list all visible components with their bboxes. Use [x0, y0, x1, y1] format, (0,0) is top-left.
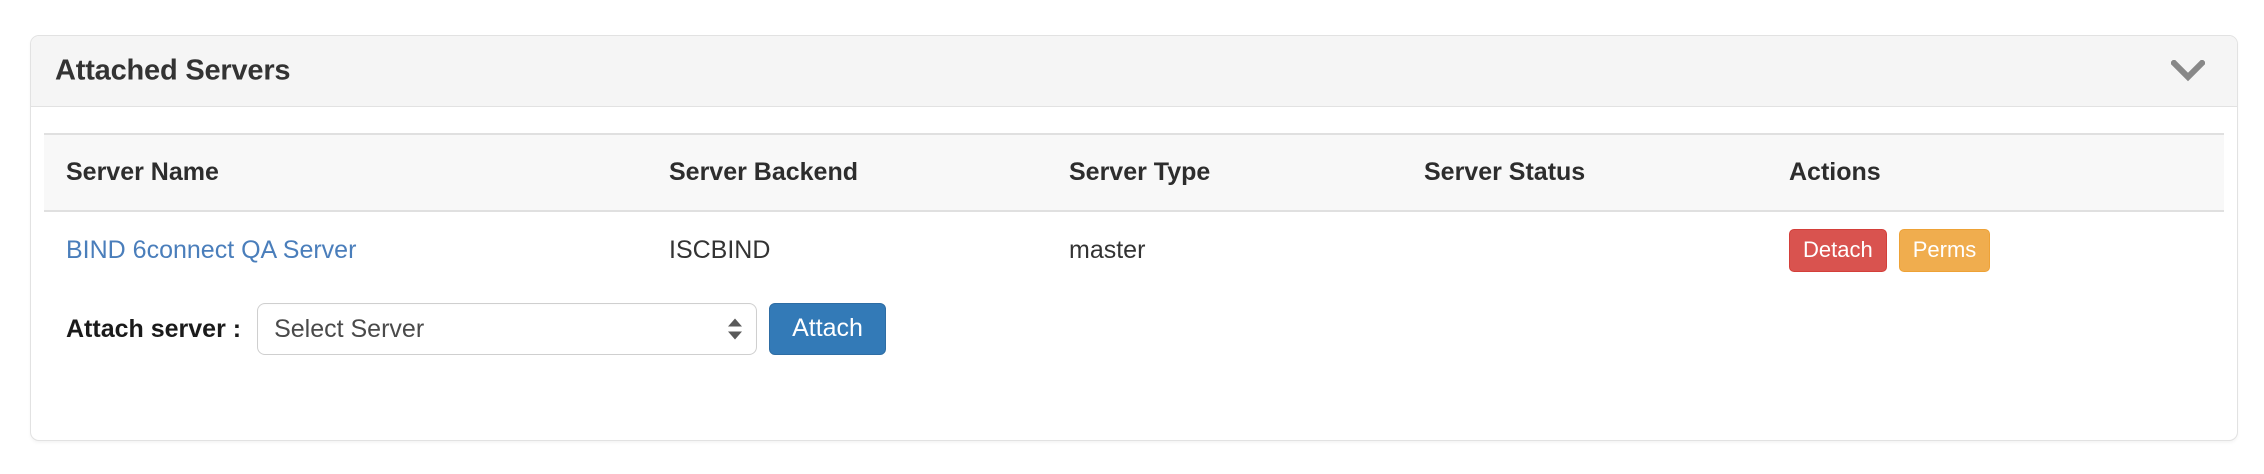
attach-button[interactable]: Attach	[769, 303, 886, 355]
server-select-value: Select Server	[274, 314, 425, 343]
panel-body: Server Name Server Backend Server Type S…	[31, 107, 2237, 440]
attach-server-label: Attach server :	[66, 314, 242, 343]
table-row: BIND 6connect QA Server ISCBIND master D…	[44, 211, 2224, 289]
column-header-server-status: Server Status	[1424, 133, 1789, 212]
cell-server-type: master	[1069, 236, 1146, 264]
panel-collapse-toggle[interactable]	[2167, 50, 2209, 92]
cell-server-backend: ISCBIND	[669, 236, 771, 264]
select-stepper-icon	[728, 318, 743, 340]
column-header-server-name: Server Name	[44, 133, 669, 212]
server-select[interactable]: Select Server	[257, 303, 758, 355]
page-title: Attached Servers	[55, 54, 291, 87]
table-header-row: Server Name Server Backend Server Type S…	[44, 133, 2224, 212]
column-header-server-type: Server Type	[1069, 133, 1424, 212]
table-header: Server Name Server Backend Server Type S…	[44, 133, 2224, 212]
cell-server-name: BIND 6connect QA Server	[44, 211, 669, 289]
row-action-group: Detach Perms	[1789, 229, 2224, 272]
column-header-actions: Actions	[1789, 133, 2224, 212]
caret-down-icon	[728, 331, 743, 340]
panel-header[interactable]: Attached Servers	[31, 36, 2237, 107]
cell-server-status	[1424, 211, 1789, 289]
detach-button[interactable]: Detach	[1789, 229, 1887, 272]
attach-server-row: Attach server : Select Server Attach	[66, 303, 886, 355]
column-header-server-backend: Server Backend	[669, 133, 1069, 212]
chevron-down-icon	[2171, 60, 2205, 82]
caret-up-icon	[728, 318, 743, 327]
perms-button[interactable]: Perms	[1898, 229, 1991, 272]
server-name-link[interactable]: BIND 6connect QA Server	[66, 236, 357, 264]
table-body: BIND 6connect QA Server ISCBIND master D…	[44, 211, 2224, 289]
attached-servers-table: Server Name Server Backend Server Type S…	[44, 133, 2224, 289]
cell-actions: Detach Perms	[1789, 211, 2224, 289]
attached-servers-panel: Attached Servers	[30, 35, 2238, 441]
attached-servers-table-wrapper: Server Name Server Backend Server Type S…	[44, 133, 2224, 289]
